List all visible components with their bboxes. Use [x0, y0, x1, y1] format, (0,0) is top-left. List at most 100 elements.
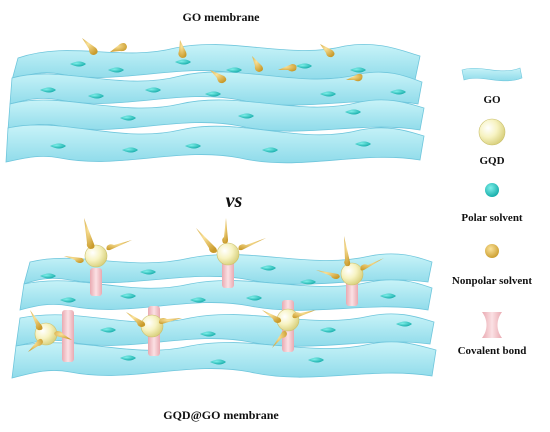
legend-item-polar: Polar solvent [461, 183, 523, 224]
polar-solvent-droplet [145, 87, 161, 93]
go-sheet [5, 124, 425, 164]
polar-solvent-droplet [200, 331, 216, 337]
polar-solvent-droplet [210, 359, 226, 365]
covalent-bond [222, 258, 234, 288]
nonpolar-solvent-droplet [278, 64, 297, 72]
polar-solvent-droplet [260, 265, 276, 271]
polar-solvent-droplet [88, 93, 104, 99]
gqd-go-membrane [11, 218, 437, 379]
polar-solvent-droplet [205, 91, 221, 97]
polar-solvent-droplet [380, 293, 396, 299]
nonpolar-solvent-droplet [126, 312, 146, 327]
polar-solvent-droplet [50, 143, 66, 149]
polar-solvent-droplet [190, 297, 206, 303]
nonpolar-solvent-droplet [222, 218, 228, 244]
go-sheet [9, 71, 423, 106]
legend-item-gqd: GQD [478, 118, 506, 167]
nonpolar-solvent-droplet [82, 38, 98, 55]
nonpolar-solvent-droplet [316, 270, 340, 279]
legend-label-go: GO [483, 94, 501, 106]
nonpolar-solvent-droplet [178, 40, 187, 58]
polar-solvent-legend-icon [485, 183, 499, 197]
polar-solvent-droplet [396, 321, 412, 327]
polar-solvent-droplet [300, 279, 316, 285]
polar-solvent-droplet [350, 67, 366, 73]
nonpolar-solvent-droplet [346, 73, 363, 82]
polar-solvent-droplet [175, 59, 191, 65]
polar-solvent-droplet [262, 147, 278, 153]
nonpolar-solvent-droplet [320, 44, 335, 58]
polar-solvent-droplet [120, 115, 136, 121]
polar-solvent-droplet [120, 355, 136, 361]
legend-label-nonpolar: Nonpolar solvent [452, 275, 533, 287]
nonpolar-solvent-droplet [252, 56, 263, 72]
polar-solvent-droplet [122, 147, 138, 153]
gqd-sphere [340, 262, 364, 286]
go-sheet [7, 99, 425, 132]
polar-solvent-droplet [185, 143, 201, 149]
legend-item-nonpolar: Nonpolar solvent [452, 244, 533, 287]
nonpolar-solvent-droplet [272, 330, 287, 348]
go-sheet [19, 279, 433, 311]
covalent-bond [346, 280, 358, 306]
gqd-sphere [216, 242, 240, 266]
top-title: GO membrane [183, 10, 261, 24]
covalent-bond [90, 268, 102, 296]
covalent-bond [62, 310, 74, 362]
polar-solvent-droplet [226, 67, 242, 73]
go-sheet [11, 341, 437, 379]
legend: GO GQD Polar solvent Nonpolar solvent Co… [452, 67, 533, 357]
nonpolar-solvent-droplet [344, 236, 351, 267]
gqd-legend-icon [478, 118, 506, 146]
nonpolar-solvent-droplet [292, 310, 316, 319]
nonpolar-solvent-droplet [196, 228, 217, 253]
polar-solvent-droplet [100, 327, 116, 333]
gqd-sphere [84, 244, 108, 268]
polar-solvent-droplet [390, 89, 406, 95]
covalent-bond-legend-icon [482, 312, 502, 338]
nonpolar-solvent-droplet [28, 338, 43, 352]
legend-label-polar: Polar solvent [461, 212, 523, 224]
nonpolar-solvent-droplet [84, 218, 95, 249]
nonpolar-solvent-droplet [262, 310, 282, 323]
polar-solvent-droplet [140, 269, 156, 275]
polar-solvent-group [40, 265, 412, 365]
polar-solvent-droplet [238, 113, 254, 119]
nonpolar-solvent-droplet [360, 258, 384, 271]
nonpolar-solvent-group [82, 38, 363, 84]
polar-solvent-droplet [320, 91, 336, 97]
nonpolar-solvent-droplet [64, 256, 84, 263]
legend-item-covalent: Covalent bond [458, 312, 527, 357]
nonpolar-solvent-droplet [30, 310, 43, 331]
legend-label-covalent: Covalent bond [458, 345, 527, 357]
nonpolar-solvent-droplet [238, 238, 266, 251]
go-membrane [5, 38, 425, 164]
polar-solvent-droplet [246, 295, 262, 301]
bottom-title: GQD@GO membrane [163, 408, 279, 422]
nonpolar-solvent-droplet [106, 240, 132, 251]
polar-solvent-group [40, 59, 406, 153]
polar-solvent-droplet [60, 297, 76, 303]
polar-solvent-droplet [345, 109, 361, 115]
nonpolar-solvent-legend-icon [485, 244, 499, 258]
nonpolar-solvent-droplet [210, 70, 227, 84]
polar-solvent-droplet [40, 273, 56, 279]
polar-solvent-droplet [120, 293, 136, 299]
legend-item-go: GO [461, 67, 523, 106]
polar-solvent-droplet [70, 61, 86, 67]
nonpolar-solvent-group [28, 218, 384, 352]
legend-label-gqd: GQD [479, 155, 504, 167]
polar-solvent-droplet [355, 141, 371, 147]
vs-label: vs [226, 190, 243, 212]
polar-solvent-droplet [320, 327, 336, 333]
polar-solvent-droplet [108, 67, 124, 73]
go-legend-icon [461, 67, 523, 82]
nonpolar-solvent-droplet [110, 43, 127, 52]
polar-solvent-droplet [308, 357, 324, 363]
polar-solvent-droplet [296, 63, 312, 69]
go-sheet [15, 313, 435, 347]
nonpolar-solvent-droplet [54, 331, 72, 340]
polar-solvent-droplet [40, 87, 56, 93]
nonpolar-solvent-droplet [158, 318, 182, 324]
